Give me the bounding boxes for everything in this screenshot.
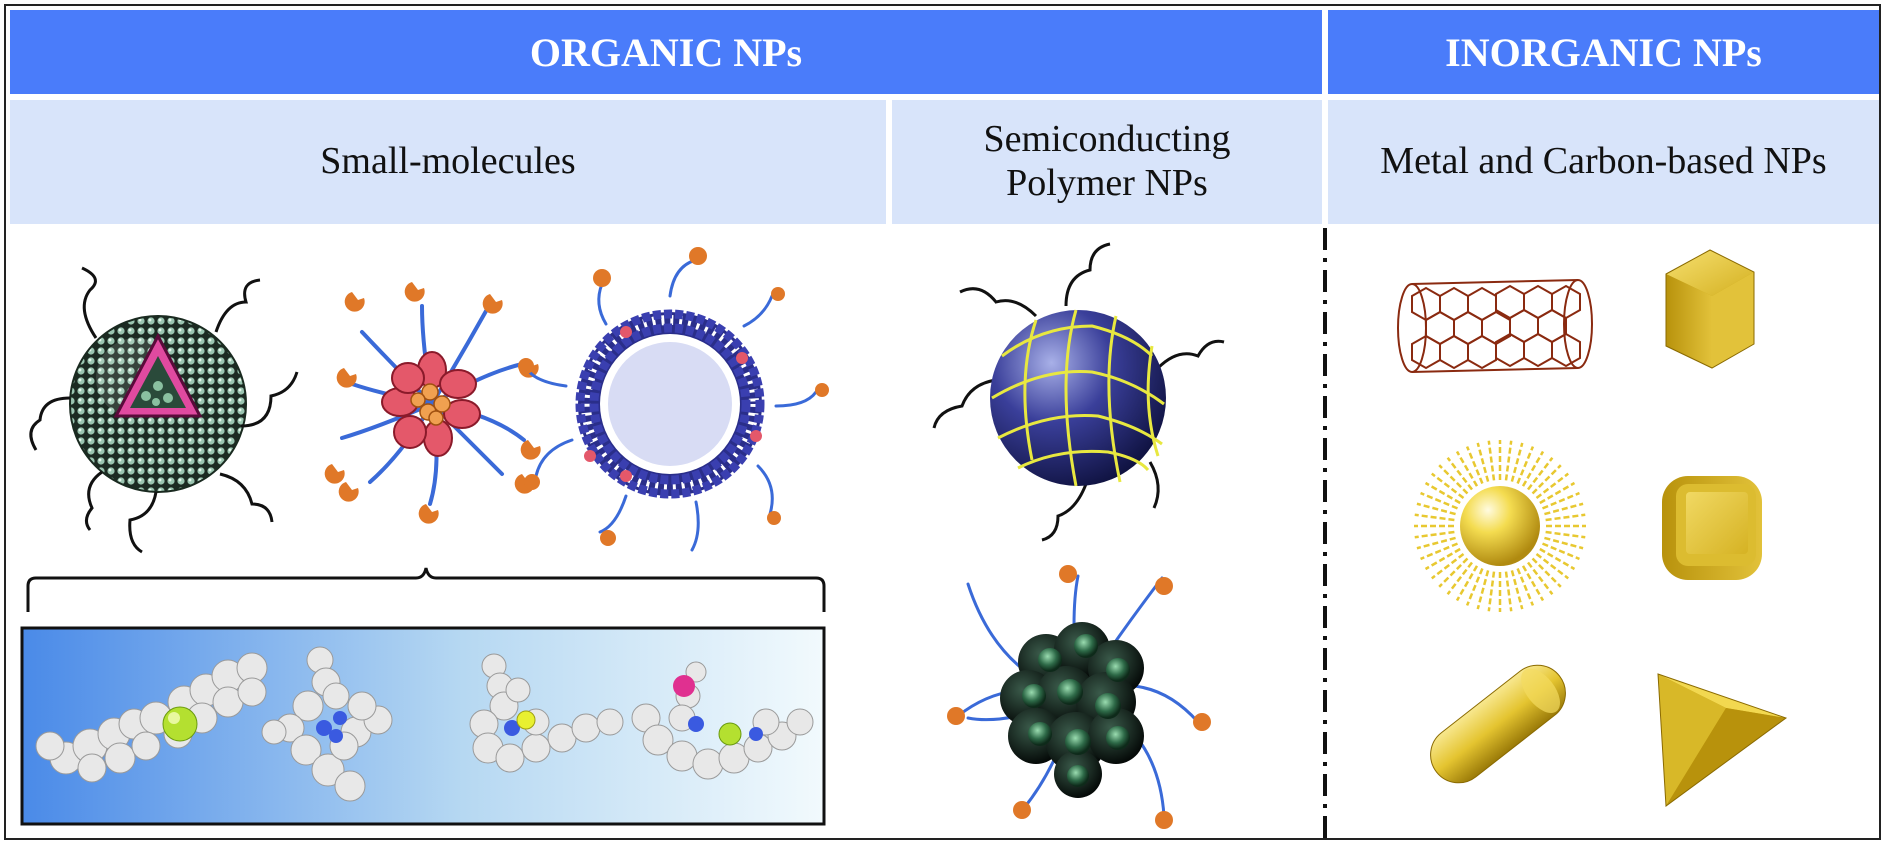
gold-bipyramid [1657, 673, 1788, 807]
liposome [518, 247, 829, 552]
nanostar-ray [1446, 457, 1473, 491]
nanostar-ray [1516, 568, 1535, 606]
illustration-canvas [20, 228, 1788, 838]
nanostar-ray [1424, 481, 1461, 505]
nanostar-ray [1542, 491, 1580, 510]
semiconducting-label-line2: Polymer NPs [1006, 162, 1208, 204]
nanostar-ray [1531, 464, 1562, 495]
nanostar-ray [1521, 450, 1545, 487]
gold-nanorod [1430, 664, 1566, 784]
nanostar-ray [1516, 446, 1535, 484]
nanostar-ray [1416, 536, 1456, 550]
nanostar-ray [1420, 542, 1458, 561]
carbon-nanotube [1397, 279, 1593, 373]
nanostar-ray [1465, 446, 1484, 484]
nanostar-ray [1476, 570, 1490, 610]
semiconducting-label-line1: Semiconducting [983, 118, 1231, 161]
bracket [26, 567, 826, 612]
semiconducting-polymer-cluster [947, 565, 1211, 829]
organic-header: ORGANIC NPs [10, 10, 1322, 94]
nanostar-ray [1539, 481, 1576, 505]
nanostar-ray [1455, 565, 1479, 602]
nanostar-ray [1542, 542, 1580, 561]
gold-hexagonal-prism [1665, 249, 1755, 369]
nanostar-ray [1504, 440, 1513, 481]
small-molecule-models [20, 626, 826, 826]
nanostar-ray [1465, 568, 1484, 606]
nanostar-ray [1431, 472, 1465, 499]
nanostar-ray [1527, 457, 1554, 491]
nanostar-ray [1424, 547, 1461, 571]
nanostar-ray [1521, 565, 1545, 602]
nanostar-ray [1510, 570, 1524, 610]
nanostar-ray [1446, 561, 1473, 595]
figure-frame: ORGANIC NPs INORGANIC NPs Small-molecule… [4, 4, 1881, 840]
gold-nanocube [1662, 476, 1762, 580]
micelle [324, 282, 541, 524]
inorganic-header: INORGANIC NPs [1328, 10, 1879, 94]
gold-nanostar [1414, 440, 1586, 612]
polymer-coated-nanosphere [29, 266, 299, 554]
semiconducting-polymer-dot [932, 242, 1225, 542]
nanostar-ray [1431, 553, 1465, 580]
nanostar-ray [1487, 571, 1496, 612]
nanostar-ray [1438, 464, 1469, 495]
nanostar-ray [1476, 442, 1490, 482]
nanostar-ray [1438, 557, 1469, 588]
nanostar-ray [1416, 502, 1456, 516]
metal-carbon-subheader: Metal and Carbon-based NPs [1328, 100, 1879, 224]
nanostar-ray [1544, 502, 1584, 516]
nanostar-ray [1420, 491, 1458, 510]
nanostar-ray [1545, 513, 1586, 522]
nanostar-ray [1527, 561, 1554, 595]
nanostar-ray [1414, 530, 1455, 539]
inorganic-header-label: INORGANIC NPs [1445, 29, 1762, 75]
nanostar-ray [1535, 472, 1569, 499]
organic-header-label: ORGANIC NPs [529, 29, 803, 75]
small-molecules-subheader: Small-molecules [10, 100, 886, 224]
nanostar-ray [1531, 557, 1562, 588]
semiconducting-subheader: Semiconducting Polymer NPs [892, 100, 1322, 224]
metal-carbon-label: Metal and Carbon-based NPs [1380, 140, 1827, 183]
nanostar-ray [1455, 450, 1479, 487]
nanostar-ray [1414, 513, 1455, 522]
nanostar-ray [1535, 553, 1569, 580]
nanostar-ray [1510, 442, 1524, 482]
nanostar-ray [1539, 547, 1576, 571]
nanostar-ray [1504, 571, 1513, 612]
nanostar-ray [1545, 530, 1586, 539]
nanostar-ray [1487, 440, 1496, 481]
nanostar-ray [1544, 536, 1584, 550]
small-molecules-label: Small-molecules [320, 140, 576, 183]
